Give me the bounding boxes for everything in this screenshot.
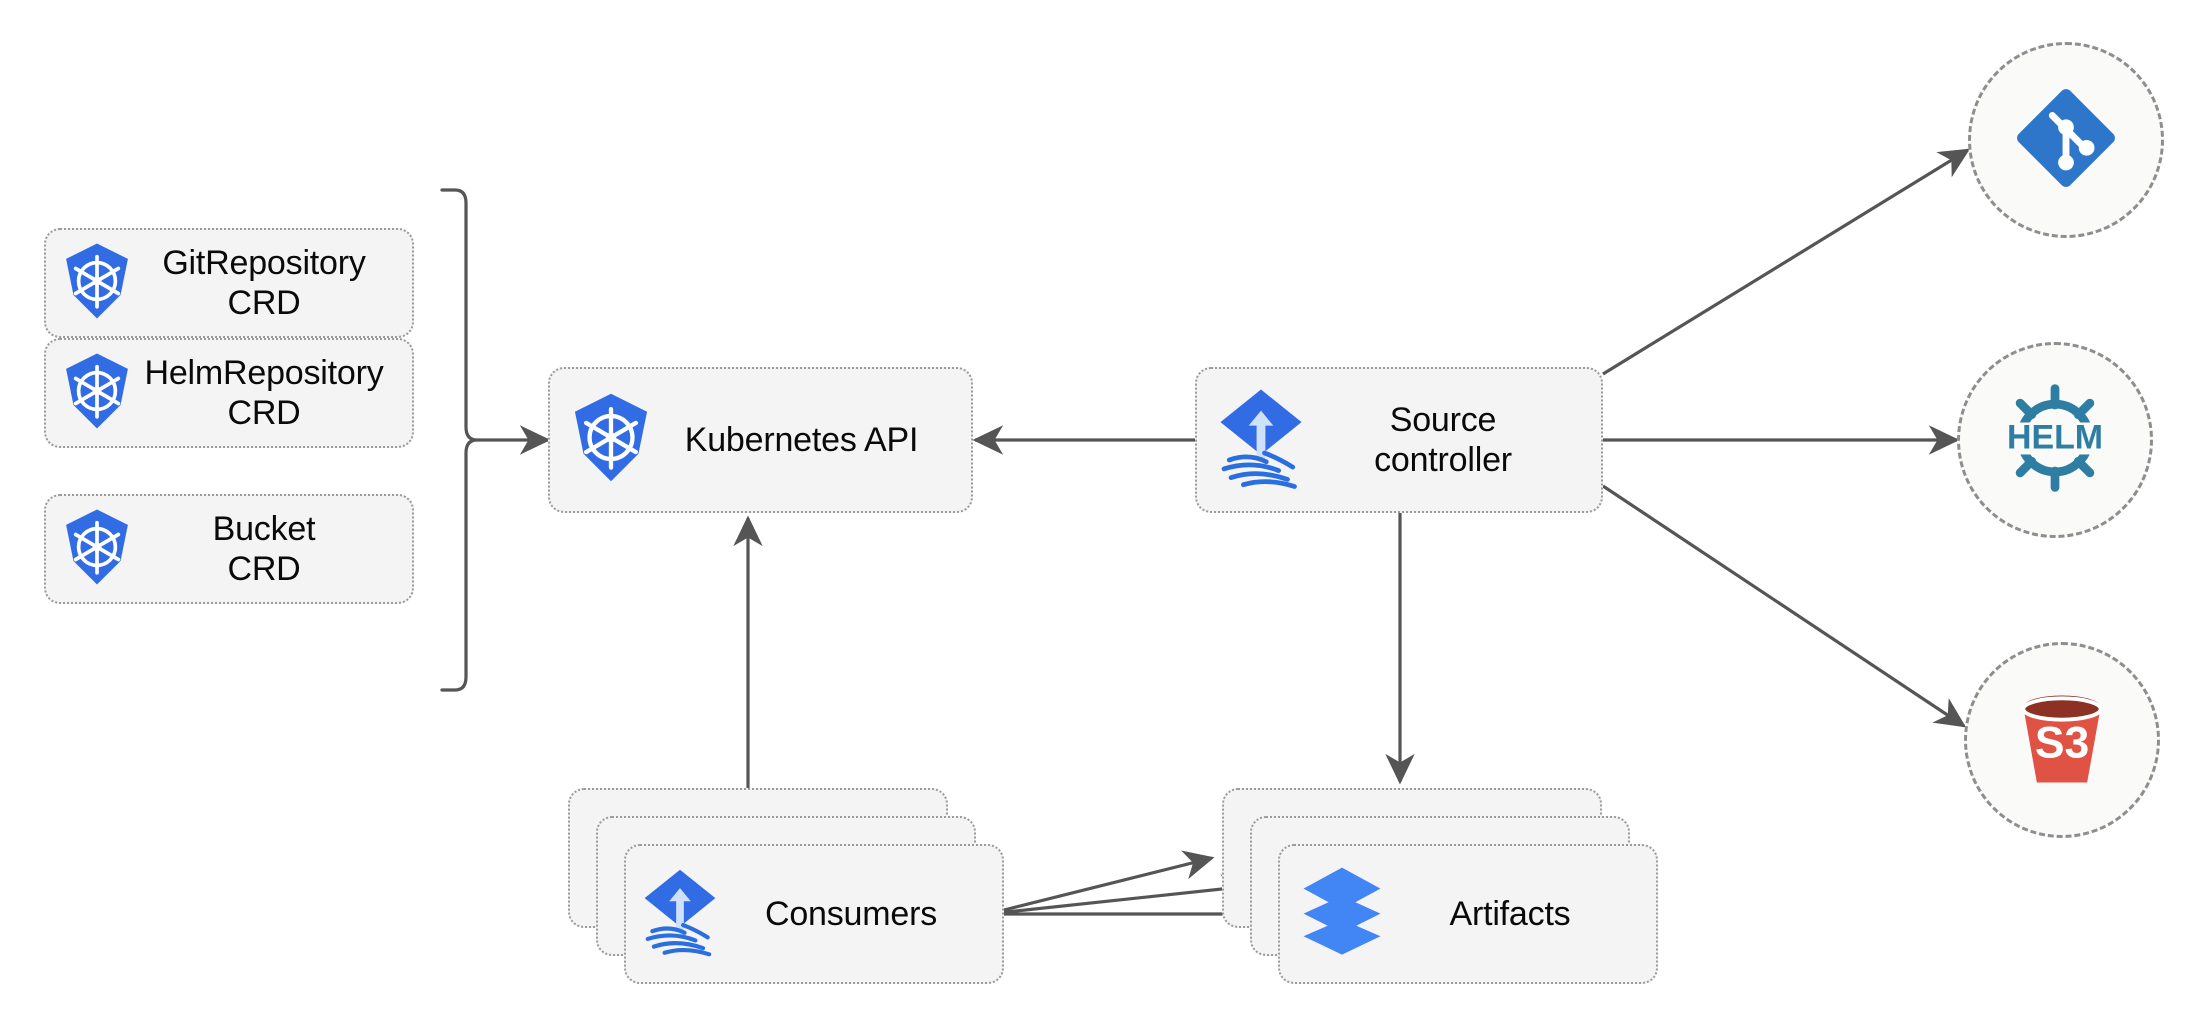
kubernetes-icon [60,352,134,435]
node-helmrepository-crd[interactable]: HelmRepository CRD [44,338,414,448]
edge-consumers-to-artifacts-2 [987,874,1253,916]
circle-helm-source[interactable]: HELM [1957,342,2153,538]
kubernetes-icon [60,508,134,591]
node-gitrepository-crd[interactable]: GitRepository CRD [44,228,414,338]
node-label: Kubernetes API [684,420,919,459]
flux-icon [1215,386,1307,495]
node-kubernetes-api[interactable]: Kubernetes API [548,367,973,513]
git-icon [2012,84,2120,197]
node-source-controller[interactable]: Source controller [1195,367,1603,513]
edge-source-controller-to-s3 [1602,484,1967,728]
node-label: HelmRepository CRD [144,353,384,432]
helm-wordmark: HELM [2007,418,2103,456]
edge-source-controller-to-git [1602,148,1971,376]
node-label: Artifacts [1449,894,1571,933]
flux-icon [640,866,720,963]
layers-icon [1300,866,1384,963]
s3-wordmark: S3 [2035,718,2089,767]
node-label: Bucket CRD [212,509,316,588]
circle-s3-source[interactable]: S3 [1964,642,2160,838]
kubernetes-icon [60,242,134,325]
kubernetes-icon [568,392,654,488]
node-label: Consumers [764,894,938,933]
node-bucket-crd[interactable]: Bucket CRD [44,494,414,604]
node-consumers[interactable]: Consumers [624,844,1004,984]
circle-git-source[interactable] [1968,42,2164,238]
edge-consumers-to-artifacts-1 [987,850,1215,916]
node-label: Source controller [1374,400,1512,479]
crd-brace [440,188,479,692]
s3-icon: S3 [2004,680,2120,801]
helm-icon: HELM [1992,375,2118,506]
node-artifacts[interactable]: Artifacts [1278,844,1658,984]
node-label: GitRepository CRD [162,243,366,322]
